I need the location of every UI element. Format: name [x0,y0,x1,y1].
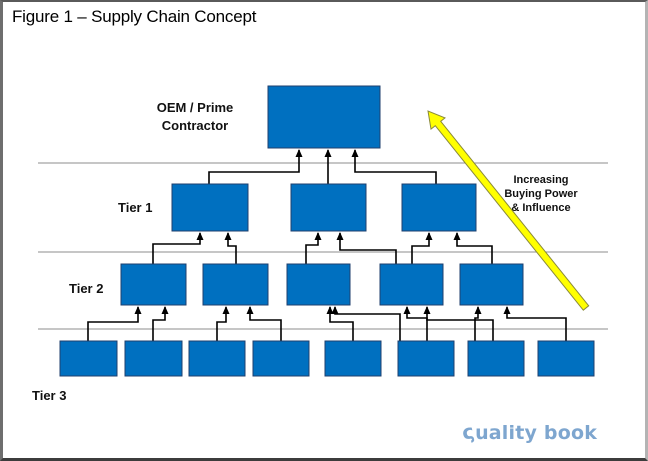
arrowhead-icon [453,232,461,240]
connector-9 [456,233,493,264]
oem-label-line2: Contractor [162,118,228,133]
arrowhead-icon [503,306,511,314]
tier3-box-7 [467,340,525,377]
arrowhead-icon [246,306,254,314]
tier3-box-4 [252,340,310,377]
tier3-box-8 [537,340,595,377]
annotation-line3: & Influence [511,202,570,214]
arrowhead-icon [351,149,359,157]
arrowhead-icon [331,306,339,314]
annotation-line1: Increasing [513,174,568,186]
tier2-box-2 [202,263,269,306]
tier3-box-6 [397,340,455,377]
connector-19 [506,307,567,341]
arrowhead-icon [425,232,433,240]
arrowhead-icon [295,149,303,157]
figure-title: Figure 1 – Supply Chain Concept [12,7,257,26]
connector-16 [406,307,428,341]
arrowhead-icon [196,232,204,240]
arrowhead-icon [326,306,334,314]
connector-3 [354,150,437,184]
oem-box-1 [267,85,381,149]
tier3-box-1 [59,340,118,377]
arrowhead-icon [474,306,482,314]
tier3-box-3 [188,340,246,377]
tier2-box-5 [459,263,524,306]
arrowhead-icon [324,149,332,157]
arrowhead-icon [134,306,142,314]
quality-book-watermark: ςuality book [459,419,598,445]
tier1-box-3 [401,183,477,232]
annotation-line2: Buying Power [504,188,578,200]
tier1-box-2 [290,183,367,232]
connector-18 [426,307,494,341]
arrowhead-icon [161,306,169,314]
arrowhead-icon [403,306,411,314]
tier2-label: Tier 2 [69,281,103,296]
watermark-text: uality book [475,422,598,444]
tier2-box-4 [379,263,444,306]
tier3-label: Tier 3 [32,388,66,403]
tier1-label: Tier 1 [118,200,152,215]
connector-7 [339,233,397,264]
connector-15 [334,307,401,341]
tier3-box-2 [124,340,183,377]
tier3-box-5 [324,340,382,377]
arrowhead-icon [314,232,322,240]
connector-1 [208,150,300,184]
connector-13 [249,307,282,341]
oem-label-line1: OEM / Prime [157,100,234,115]
connector-10 [87,307,139,341]
connector-12 [216,307,227,341]
connector-8 [411,233,430,264]
tier2-box-1 [120,263,187,306]
tier2-box-3 [286,263,351,306]
arrowhead-icon [222,306,230,314]
connector-4 [152,233,201,264]
watermark-logo-icon: ς [459,419,477,445]
connector-14 [329,307,354,341]
arrowhead-icon [224,232,232,240]
tier1-box-1 [171,183,249,232]
arrowhead-icon [336,232,344,240]
buying-power-arrow-icon [427,110,590,311]
arrowhead-icon [423,306,431,314]
